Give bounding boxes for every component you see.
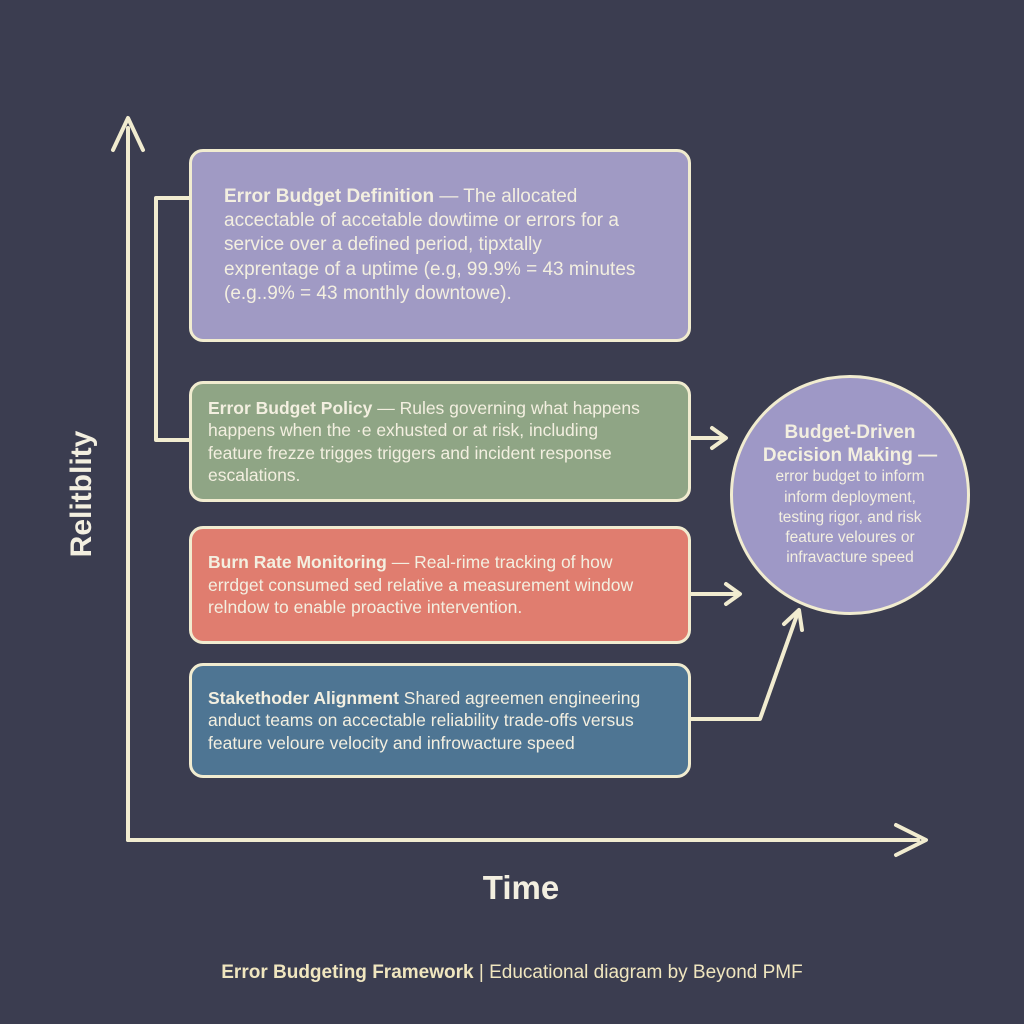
stakeholder-title: Stakethoder Alignment bbox=[208, 687, 399, 708]
decision-text-1: inform deployment, bbox=[784, 488, 916, 506]
burn-title: Burn Rate Monitoring bbox=[208, 552, 387, 573]
burn-text-0: — Real-rime tracking of how bbox=[386, 552, 613, 573]
decision-text-3: feature veloures or bbox=[785, 528, 915, 546]
policy-text-0: — Rules governing what happens bbox=[372, 397, 640, 418]
policy-text-1: happens when the ·e exhusted or at risk,… bbox=[208, 420, 599, 441]
caption-credit: Educational diagram by Beyond PMF bbox=[489, 962, 803, 983]
decision-text-0: error budget to inform bbox=[775, 468, 925, 486]
stakeholder-text-2: feature veloure velocity and infrowactur… bbox=[208, 732, 575, 753]
arrowhead-stakeholder-decision bbox=[782, 608, 804, 632]
policy-line-0: Error Budget Policy — Rules governing wh… bbox=[208, 397, 672, 419]
arrow-stakeholder-decision bbox=[689, 613, 799, 721]
definition-text-4: (e.g..9% = 43 monthly downtowe). bbox=[224, 282, 512, 304]
decision-title-0: Budget-Driven bbox=[784, 421, 916, 443]
definition-text-2: service over a defined period, tipxtally bbox=[224, 234, 542, 256]
x-axis-label: Time bbox=[482, 869, 560, 906]
stakeholder-text-1: anduct teams on accectable reliability t… bbox=[208, 710, 634, 731]
arrowhead-burn-decision bbox=[724, 582, 742, 606]
arrowhead-policy-decision bbox=[710, 426, 728, 450]
definition-text-0: — The allocated bbox=[434, 185, 578, 207]
stakeholder-line-0: Stakethoder Alignment Shared agreemen en… bbox=[208, 687, 672, 709]
error-budget-definition-box: Error Budget Definition — The allocated … bbox=[189, 149, 691, 342]
connector-definition-policy bbox=[154, 196, 191, 442]
policy-text-3: escalations. bbox=[208, 464, 301, 485]
stakeholder-text-0: Shared agreemen engineering bbox=[398, 687, 641, 708]
burn-rate-monitoring-box: Burn Rate Monitoring — Real-rime trackin… bbox=[189, 526, 691, 644]
stakeholder-alignment-box: Stakethoder Alignment Shared agreemen en… bbox=[189, 663, 691, 778]
definition-line-0: Error Budget Definition — The allocated bbox=[224, 185, 672, 209]
x-axis-arrowhead bbox=[894, 823, 928, 857]
caption-separator: | bbox=[473, 962, 490, 983]
definition-title: Error Budget Definition bbox=[224, 185, 435, 207]
burn-line-0: Burn Rate Monitoring — Real-rime trackin… bbox=[208, 551, 672, 573]
caption-title: Error Budgeting Framework bbox=[221, 962, 474, 983]
y-axis-label: Relitblity bbox=[65, 430, 98, 558]
decision-title-1: Decision Making — bbox=[762, 444, 938, 466]
burn-text-1: errdget consumed sed relative a measurem… bbox=[208, 574, 634, 595]
decision-text-4: infravacture speed bbox=[786, 549, 914, 566]
burn-text-2: relndow to enable proactive intervention… bbox=[208, 597, 523, 618]
definition-text-1: accectable of accetable dowtime or error… bbox=[224, 210, 619, 232]
caption: Error Budgeting Framework | Educational … bbox=[0, 962, 1024, 984]
y-axis-arrowhead bbox=[111, 116, 145, 152]
error-budget-policy-box: Error Budget Policy — Rules governing wh… bbox=[189, 381, 691, 502]
policy-title: Error Budget Policy bbox=[208, 397, 373, 418]
policy-text-2: feature frezze trigges triggers and inci… bbox=[208, 442, 612, 463]
decision-text-2: testing rigor, and risk bbox=[778, 508, 922, 526]
definition-text-3: exprentage of a uptime (e.g, 99.9% = 43 … bbox=[224, 258, 636, 280]
budget-driven-decision-circle: Budget-Driven Decision Making — error bu… bbox=[730, 375, 970, 615]
